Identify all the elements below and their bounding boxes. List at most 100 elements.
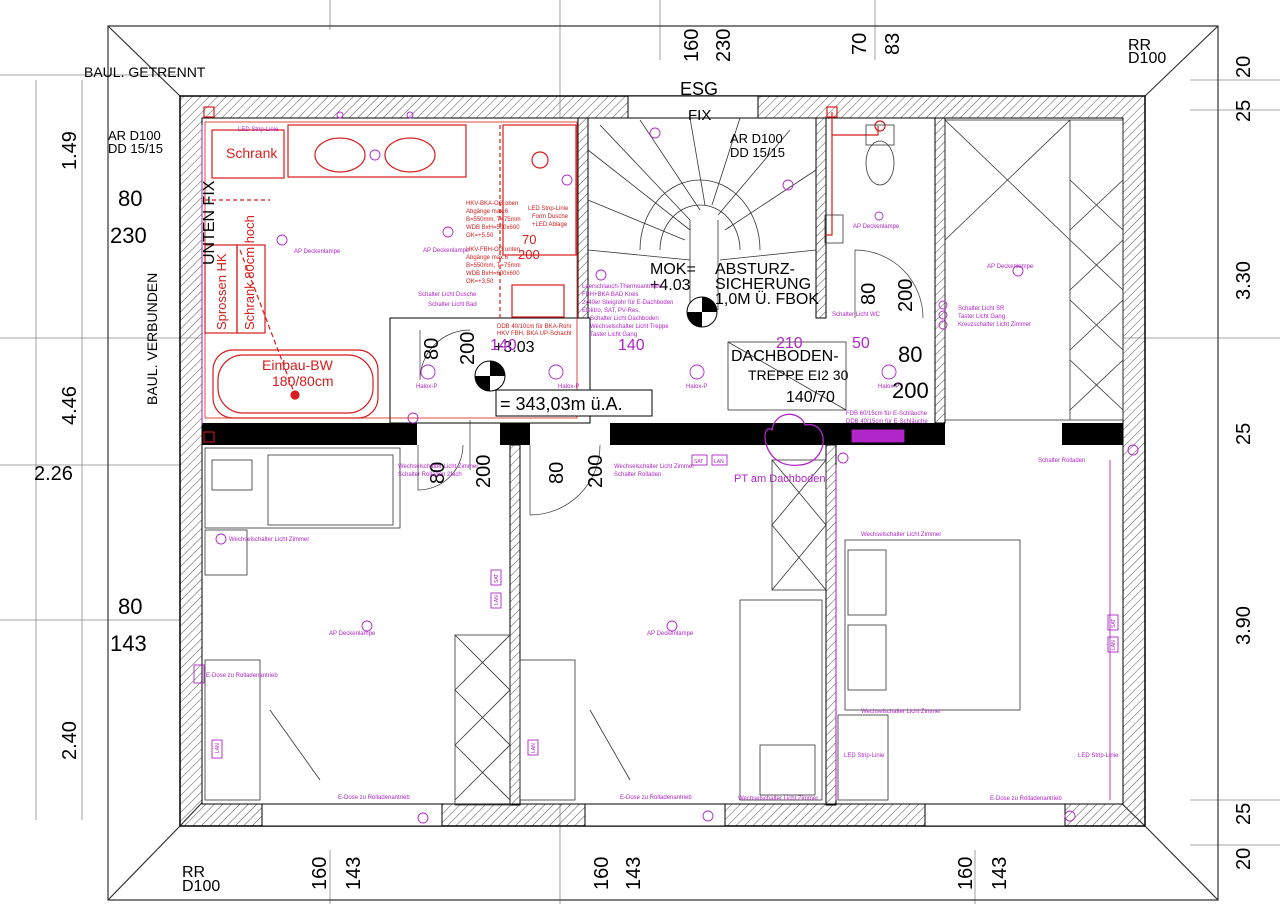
dim-210: 210 <box>776 335 803 352</box>
dim-door-80-3: 80 <box>546 462 568 484</box>
ap-lampe-sr: AP Deckenlampe <box>987 264 1034 270</box>
label-mok-1: MOK= <box>650 261 696 278</box>
hkv-oben-1: HKV-BKA-OG oben <box>466 201 518 207</box>
fdb-2: DDB 40/15cm für E-Schläuche <box>846 419 928 425</box>
dim-bottom-143-2: 143 <box>623 857 645 890</box>
label-rr-top-1: RR <box>1128 37 1151 54</box>
dim-right-25a: 25 <box>1233 100 1255 122</box>
dim-bottom-160-1: 160 <box>309 857 331 890</box>
schalter-wc: Schalter Licht WC <box>832 312 881 318</box>
dim-left-80: 80 <box>118 186 142 211</box>
label-height: = 343,03m ü.A. <box>500 394 623 414</box>
sat-1: SAT <box>494 574 500 583</box>
hkv-unten-4: WDB BxH=600x600 <box>466 271 520 277</box>
label-baul-getrennt: BAUL. GETRENNT <box>84 64 206 80</box>
lan-2: LAN <box>1111 640 1117 650</box>
hkv-oben-5: OK=+5,50 <box>466 233 494 239</box>
electrical-symbols <box>193 111 1139 824</box>
led-strip-bad: LED Strip-Linie <box>238 127 279 133</box>
staircase <box>587 117 847 411</box>
level-markers <box>203 296 718 443</box>
hkv-unten-3: B=550mm, T=75mm <box>466 263 521 269</box>
dim-right-390: 3.90 <box>1233 606 1255 645</box>
halox-2: Halox-P <box>558 384 579 390</box>
schalter-dusche: Schalter Licht Dusche <box>418 292 477 298</box>
schalter-rolladen-2fach: Schalter Rolladen 2fach <box>398 472 462 478</box>
ap-lampe-zimmer2: AP Deckenlampe <box>647 631 694 637</box>
dim-140-b: 140 <box>618 337 645 354</box>
label-dachboden-1: DACHBODEN- <box>731 348 839 365</box>
label-rr-top-2: D100 <box>1128 50 1166 67</box>
ap-lampe-zimmer1: AP Deckenlampe <box>329 631 376 637</box>
wechsel-zimmer-1: Wechselschalter Licht Zimmer <box>398 464 478 470</box>
label-einbau-bw-1: Einbau-BW <box>262 357 334 373</box>
hkv-oben-3: B=550mm, T=75mm <box>466 217 521 223</box>
dim-door-200-4: 200 <box>895 279 917 312</box>
lan-5: LAN <box>714 459 724 465</box>
wechsel-zimmer-2: Wechselschalter Licht Zimmer <box>614 464 694 470</box>
lan-1: LAN <box>494 595 500 605</box>
led-dusche-3: +LED Ablage <box>532 222 568 228</box>
wechsel-zimmer-6: Wechselschalter Licht Zimmer <box>738 796 818 802</box>
wechsel-zimmer-4: Wechselschalter Licht Zimmer <box>861 532 941 538</box>
halox-4: Halox-P <box>878 384 899 390</box>
ap-lampe-flur: AP Deckenlampe <box>423 248 470 254</box>
dim-right-25c: 25 <box>1233 803 1255 825</box>
label-ar-left-1: AR D100 <box>108 128 161 143</box>
fdb-1: FDB 60/15cm für E-Schläuche <box>846 411 928 417</box>
label-schrank: Schrank <box>226 145 278 161</box>
dim-door-80-5: 80 <box>898 342 922 367</box>
dim-door-200-3: 200 <box>585 455 607 488</box>
dim-left-143: 143 <box>110 631 147 656</box>
dim-top-83: 83 <box>882 33 904 55</box>
schalter-rolladen-3: Schalter Rolladen <box>1038 458 1085 464</box>
dim-bottom-160-2: 160 <box>591 857 613 890</box>
dimensions: 160 230 70 83 160 143 160 143 160 143 1.… <box>34 29 1255 890</box>
dim-200-red: 200 <box>518 247 540 262</box>
wardrobes <box>454 119 1124 806</box>
dim-top-230: 230 <box>713 29 735 62</box>
leerschlauch-3: 2x40er Steigrohr für E-Dachboden <box>582 300 673 306</box>
leerschlauch-2: FBH+BKA BAD Kreis <box>582 292 639 298</box>
schalter-rolladen-2: Schalter Rolladen <box>614 472 661 478</box>
dim-left-149: 1.49 <box>59 131 81 170</box>
exterior-walls <box>179 95 1146 827</box>
dim-70: 70 <box>522 232 536 247</box>
label-rr-bottom-1: RR <box>182 864 205 881</box>
dim-left-80b: 80 <box>118 594 142 619</box>
taster-gang-sr: Taster Licht Gang <box>958 314 1005 320</box>
dim-right-20a: 20 <box>1233 56 1255 78</box>
taster-gang: Taster Licht Gang <box>590 332 637 338</box>
dim-left-226: 2.26 <box>34 463 73 485</box>
lan-3: LAN <box>215 743 221 753</box>
halox-3: Halox-P <box>686 384 707 390</box>
label-ar-mid-2: DD 15/15 <box>730 145 785 160</box>
dim-140-a: 140 <box>490 337 517 354</box>
label-dachboden-2: TREPPE EI2 30 <box>748 367 849 383</box>
label-esg: ESG <box>680 79 718 99</box>
ddb-1: DDB 40/10cm für BKA-Rohr <box>497 324 572 330</box>
wechsel-zimmer-5: Wechselschalter Licht Zimmer <box>861 709 941 715</box>
label-pt-dachboden: PT am Dachboden <box>734 473 826 485</box>
schalter-dachboden: Schalter Licht Dachboden <box>590 316 659 322</box>
dim-bottom-160-3: 160 <box>955 857 977 890</box>
dim-top-160: 160 <box>681 29 703 62</box>
leerschlauch-4: Elektro, SAT, PV-Res. <box>582 308 640 314</box>
dim-right-25b: 25 <box>1233 423 1255 445</box>
plumbing-labels: Schrank Schrank 80cm hoch Sprossen HK Ei… <box>214 145 572 389</box>
label-rr-bottom-2: D100 <box>182 878 220 895</box>
label-fix: FIX <box>688 107 711 124</box>
dim-left-446: 4.46 <box>59 386 81 425</box>
label-baul-verbunden: BAUL. VERBUNDEN <box>144 273 160 405</box>
lan-4: LAN <box>531 743 537 753</box>
sat-3: SAT <box>694 459 703 465</box>
edose-4: E-Dose zu Rolladenantrieb <box>990 796 1062 802</box>
leerschlauch-1: Leerschlauch-Thermoantriebe <box>582 284 663 290</box>
furniture <box>204 447 1021 801</box>
halox-1: Halox-P <box>416 384 437 390</box>
dim-right-330: 3.30 <box>1233 261 1255 300</box>
hkv-oben-2: Abgänge max.6 <box>466 209 509 215</box>
wc <box>824 124 895 244</box>
edose-3: E-Dose zu Rolladenantrieb <box>620 795 692 801</box>
